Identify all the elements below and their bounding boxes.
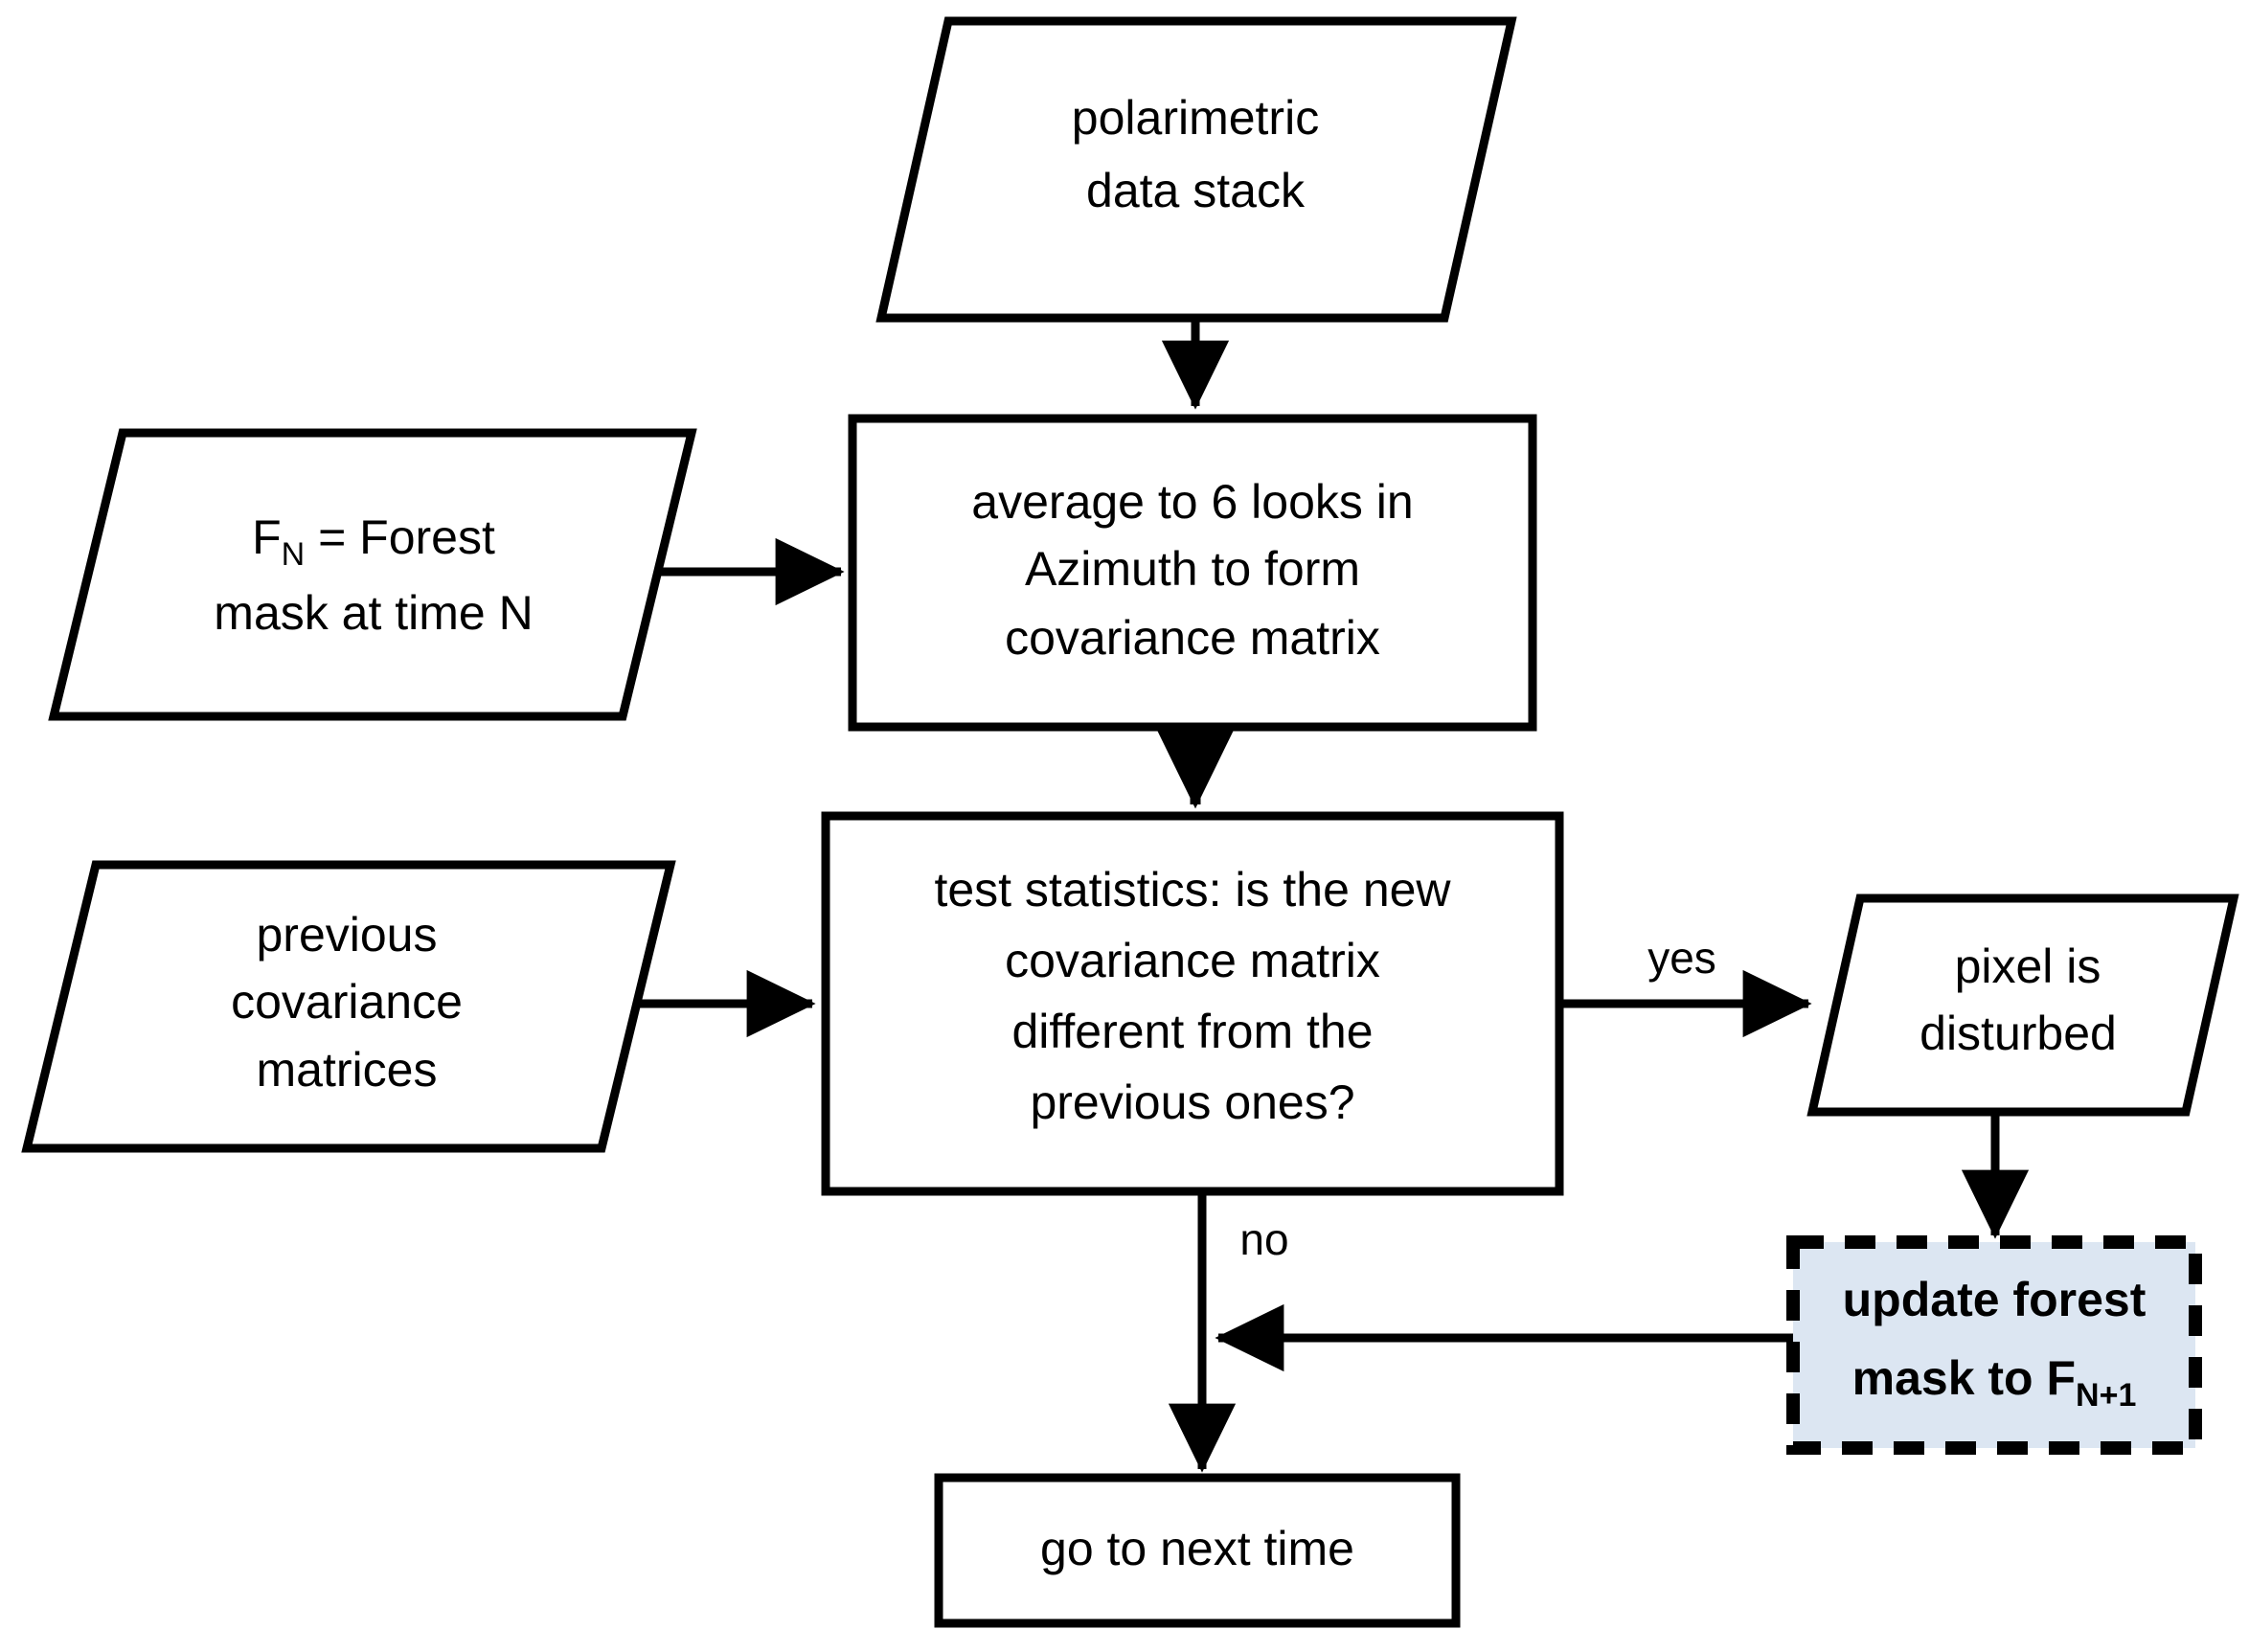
- node-polarimetric-data-shape: [875, 16, 1517, 323]
- update-mask-text: mask to F: [1852, 1351, 2076, 1405]
- forest-mask-subscript: N: [282, 536, 306, 573]
- node-forest-mask-line1: FN = Forest: [252, 510, 495, 573]
- node-pixel-disturbed-line1: pixel is: [1955, 939, 2101, 993]
- node-average-looks-shape: [848, 414, 1537, 732]
- node-previous-covariance-line1: previous: [257, 908, 438, 962]
- node-pixel-disturbed-line2: disturbed: [1920, 1007, 2117, 1060]
- node-test-statistics-line1: test statistics: is the new: [934, 863, 1451, 917]
- update-mask-subscript: N+1: [2076, 1377, 2136, 1414]
- node-polarimetric-data-line2: data stack: [1086, 164, 1306, 217]
- forest-mask-F: F: [252, 510, 282, 564]
- node-test-statistics-shape: [821, 811, 1564, 1196]
- node-next-time-shape: [934, 1473, 1461, 1628]
- node-previous-covariance-line3: matrices: [257, 1043, 438, 1097]
- forest-mask-equals-forest: = Forest: [305, 510, 495, 564]
- node-test-statistics-line4: previous ones?: [1030, 1075, 1354, 1129]
- node-next-time-line1: go to next time: [1040, 1522, 1354, 1575]
- node-average-looks-line3: covariance matrix: [1005, 611, 1380, 665]
- edge-label-yes: yes: [1647, 933, 1716, 983]
- node-average-looks-line2: Azimuth to form: [1025, 542, 1360, 596]
- edge-label-no: no: [1239, 1214, 1288, 1264]
- node-test-statistics-line2: covariance matrix: [1005, 934, 1380, 987]
- node-previous-covariance-line2: covariance: [231, 975, 463, 1029]
- node-previous-covariance-shape: [21, 860, 676, 1153]
- node-forest-mask-line2: mask at time N: [214, 586, 533, 640]
- node-update-mask-shape: [1786, 1235, 2202, 1455]
- node-pixel-disturbed-shape: [1806, 894, 2239, 1117]
- node-polarimetric-data-line1: polarimetric: [1072, 91, 1319, 145]
- node-update-mask-line2: mask to FN+1: [1852, 1351, 2137, 1414]
- node-average-looks-line1: average to 6 looks in: [971, 475, 1413, 529]
- node-test-statistics-line3: different from the: [1011, 1005, 1373, 1058]
- node-forest-mask-shape: [48, 428, 697, 721]
- node-update-mask-line1: update forest: [1843, 1273, 2147, 1326]
